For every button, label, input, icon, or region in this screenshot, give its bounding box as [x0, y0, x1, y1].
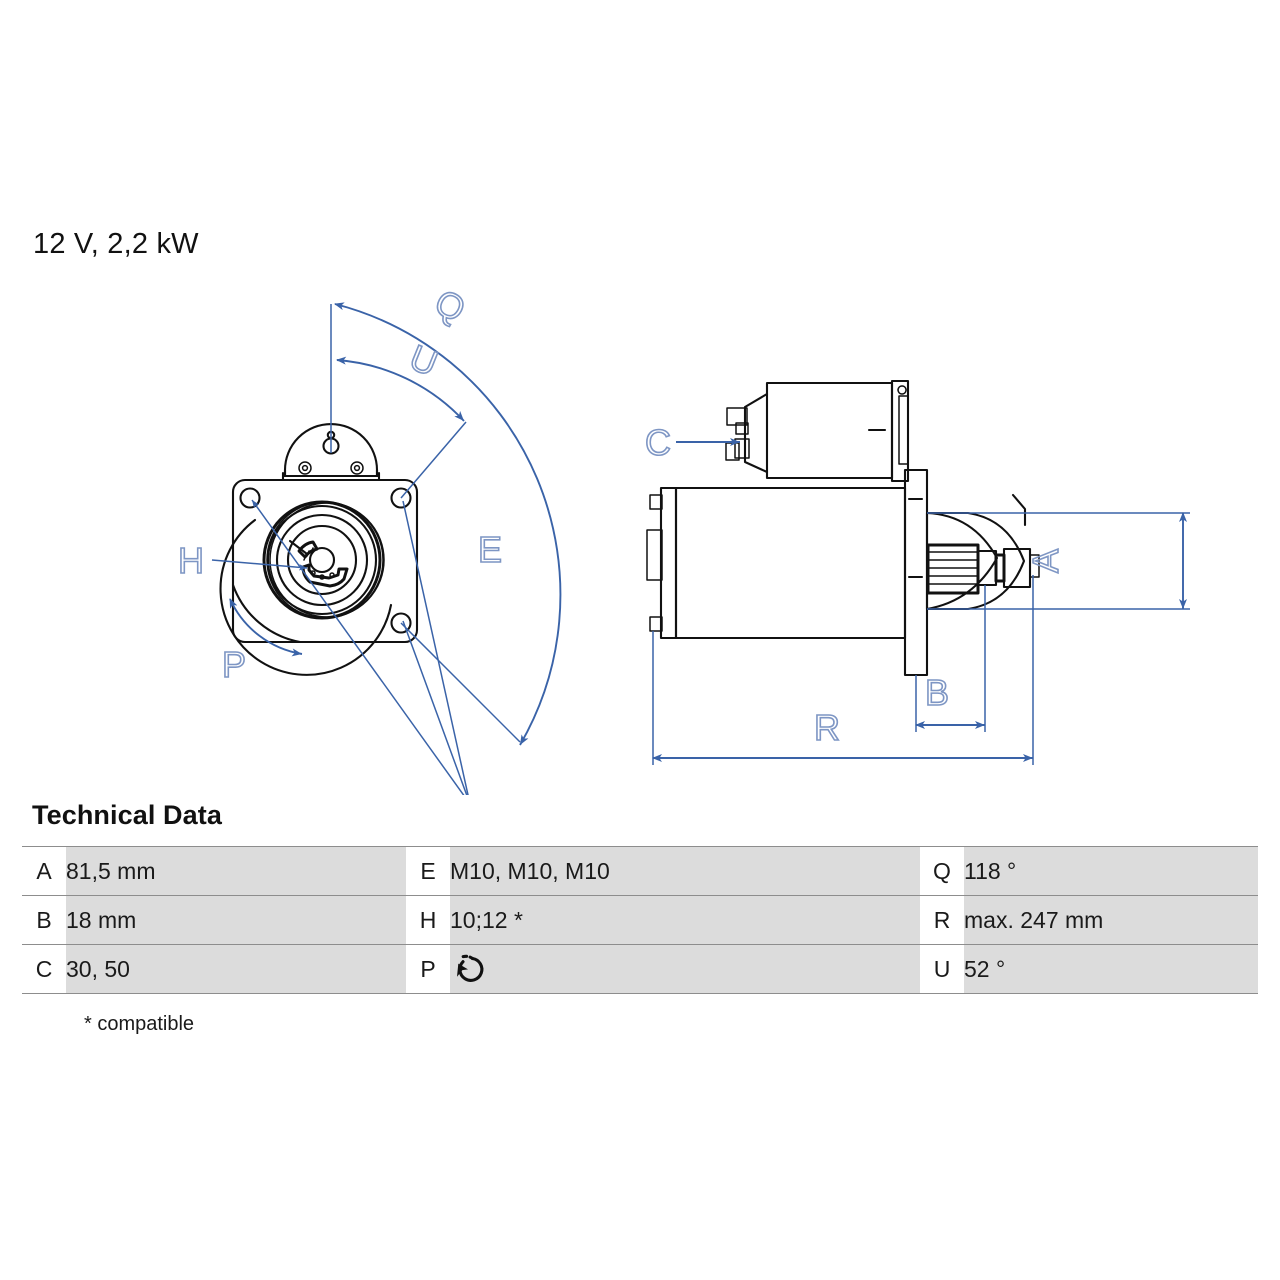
table-row: B 18 mm H 10;12 * R max. 247 mm [22, 895, 1258, 945]
front-view-group: Q U E H P [177, 280, 562, 795]
row-key-b: B [22, 895, 66, 945]
row-key-q: Q [920, 846, 964, 896]
label-B: B [925, 672, 949, 713]
side-mount-flange [903, 468, 929, 677]
dimension-U-leader [400, 421, 467, 499]
row-value-b: 18 mm [66, 895, 406, 945]
dimension-U [336, 356, 465, 422]
label-H: H [178, 540, 204, 581]
label-P: P [222, 644, 246, 685]
row-value-h: 10;12 * [450, 895, 920, 945]
row-value-q: 118 ° [964, 846, 1258, 896]
dimension-Q-leader [400, 622, 521, 743]
technical-data-table: A 81,5 mm E M10, M10, M10 Q 118 ° B 18 m… [22, 846, 1258, 994]
row-key-r: R [920, 895, 964, 945]
row-value-r: max. 247 mm [964, 895, 1258, 945]
side-view-group: C A B R [644, 379, 1190, 765]
table-row: C 30, 50 P U 52 ° [22, 944, 1258, 994]
dimension-A [927, 512, 1190, 610]
row-value-u: 52 ° [964, 944, 1258, 994]
label-Q: Q [428, 281, 472, 330]
label-C: C [645, 422, 671, 463]
label-E: E [478, 529, 502, 570]
row-key-e: E [406, 846, 450, 896]
dimension-P-rotation [229, 598, 303, 657]
technical-data-heading: Technical Data [32, 800, 222, 830]
row-value-e: M10, M10, M10 [450, 846, 920, 896]
label-A: A [1025, 549, 1066, 573]
row-key-p: P [406, 944, 450, 994]
row-key-c: C [22, 944, 66, 994]
dimension-E-leaders [251, 499, 469, 795]
dimension-B [915, 585, 986, 732]
page-title: 12 V, 2,2 kW [33, 228, 199, 260]
label-U: U [404, 336, 443, 384]
solenoid [725, 379, 910, 483]
dimension-R [652, 575, 1034, 765]
row-key-h: H [406, 895, 450, 945]
motor-housing [646, 486, 907, 640]
technical-drawing: .ol { fill:none; stroke:#111111; stroke-… [177, 280, 1190, 795]
row-key-u: U [920, 944, 964, 994]
row-key-a: A [22, 846, 66, 896]
dimension-Q [330, 302, 562, 746]
mount-hole-upper-left [239, 487, 261, 509]
table-row: A 81,5 mm E M10, M10, M10 Q 118 ° [22, 846, 1258, 896]
counter-clockwise-rotation-icon [450, 952, 490, 986]
row-value-p [450, 944, 920, 994]
dimension-H-leader [211, 559, 308, 571]
drive-end-pinion [925, 493, 1040, 611]
row-value-c: 30, 50 [66, 944, 406, 994]
row-value-a: 81,5 mm [66, 846, 406, 896]
table-footnote: * compatible [84, 1013, 195, 1035]
label-R: R [814, 707, 840, 748]
